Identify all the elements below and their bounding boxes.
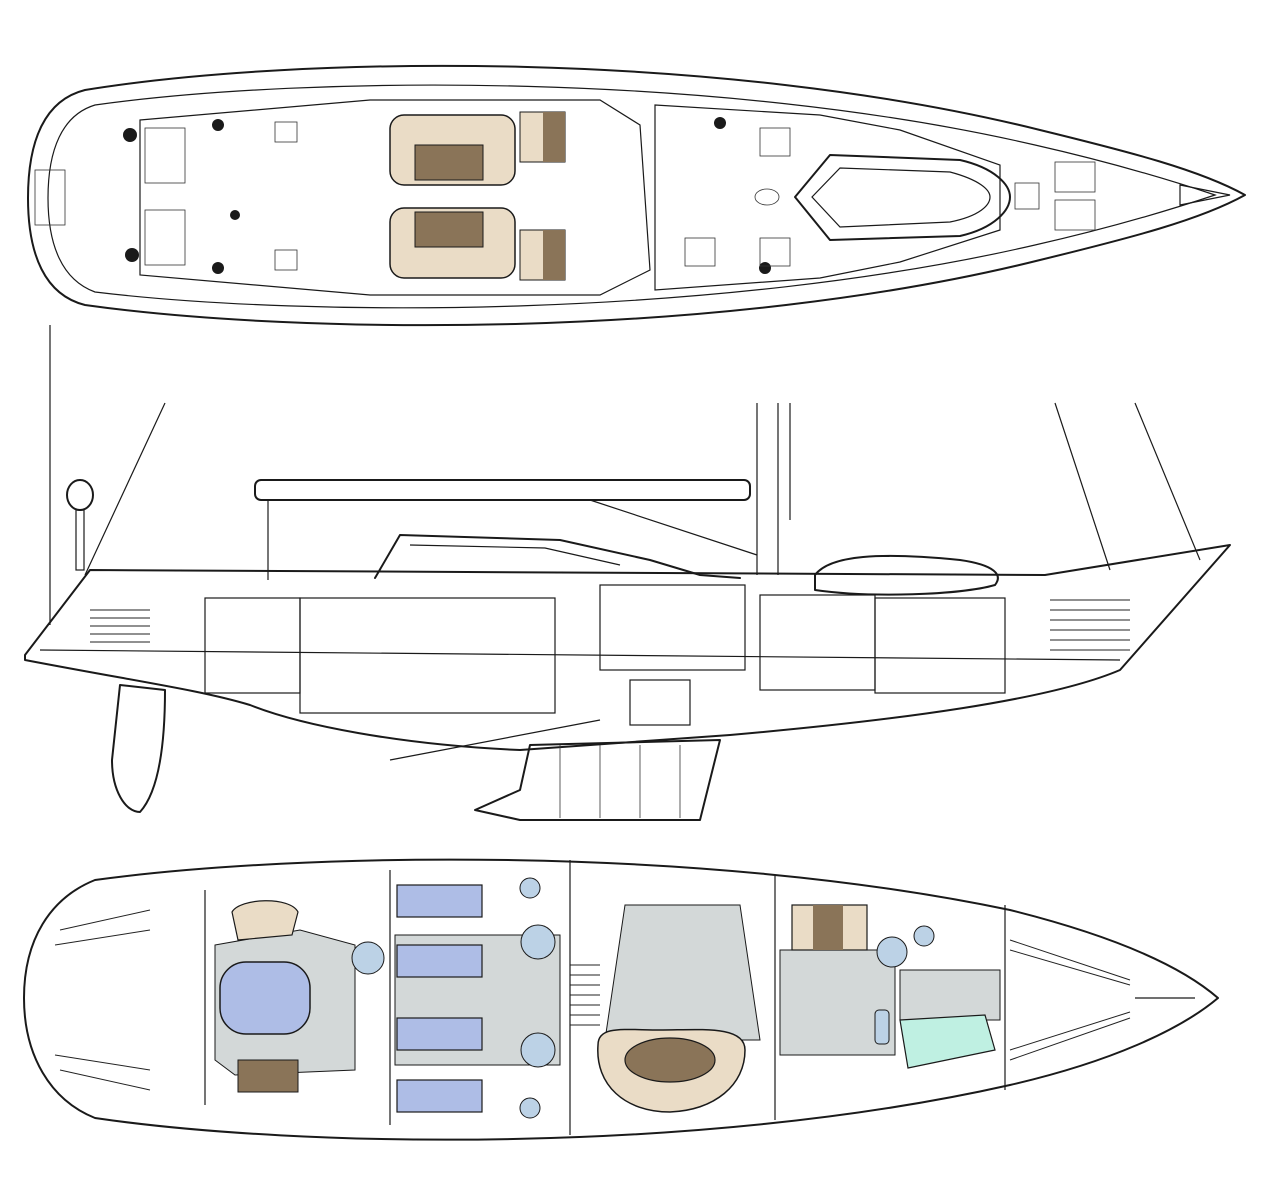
profile-forestay-1 [1054, 402, 1111, 571]
deck-cockpit-cushion-fwd-inner [414, 144, 484, 181]
profile-galley [759, 594, 876, 691]
accommodation-berth-3 [396, 1017, 483, 1051]
profile-radar-pole [75, 509, 85, 571]
deck-mast-step [754, 188, 780, 206]
profile-vang [589, 499, 758, 556]
deck-dinghy [794, 154, 1011, 241]
accommodation-crew-berth [899, 1014, 996, 1069]
profile-view [24, 325, 1231, 821]
profile-engine [629, 679, 691, 726]
profile-aft-cabin [204, 597, 301, 694]
profile-fwd-cabin [874, 597, 1006, 694]
deck-hull-outline [27, 64, 1246, 327]
deck-winch-6 [759, 262, 771, 274]
deck-winch-3 [212, 119, 224, 131]
accommodation-aft-hatching [54, 909, 151, 1091]
profile-prop-shaft [389, 719, 601, 761]
profile-dinghy [814, 554, 999, 596]
accommodation-berth-1 [396, 884, 483, 918]
deck-hatch-5 [684, 237, 716, 267]
accommodation-basin-1 [519, 877, 541, 899]
accommodation-fwd-seat-dark [813, 905, 843, 950]
deck-inner-edge [47, 84, 1217, 309]
accommodation-shower-1 [351, 941, 385, 975]
deck-coachroof [654, 104, 1001, 291]
profile-sheer-line [39, 649, 1121, 661]
profile-lazarette-hatching [90, 609, 150, 643]
profile-rudder [111, 684, 166, 813]
deck-winch-4 [212, 262, 224, 274]
profile-deckhouse [374, 534, 741, 579]
profile-windscreen [409, 544, 621, 566]
deck-hatch-6 [1014, 182, 1040, 210]
deck-dinghy-inner [811, 167, 991, 228]
profile-mid-cabin [299, 597, 556, 714]
accommodation-basin-2 [519, 1097, 541, 1119]
accommodation-shower-3 [520, 1032, 556, 1068]
deck-hatch-2 [274, 249, 298, 271]
accommodation-berth-2 [396, 944, 483, 978]
deck-cockpit-side-seat-1-dark [543, 112, 565, 162]
deck-hatch-3 [759, 127, 791, 157]
accommodation-floor-saloon [604, 904, 761, 1041]
accommodation-saloon-table [624, 1037, 716, 1083]
deck-aft-platform [34, 169, 66, 226]
accommodation-shower-4 [876, 936, 908, 968]
profile-radar-dome [66, 479, 94, 511]
profile-hull [24, 544, 1231, 751]
deck-winch-5 [714, 117, 726, 129]
accommodation-owner-berth [219, 961, 311, 1035]
deck-cockpit-side-seat-2-dark [543, 230, 565, 280]
accommodation-shower-2 [520, 924, 556, 960]
deck-aft-seat-starboard [144, 209, 186, 266]
deck-winch-1 [123, 128, 137, 142]
profile-backstay [84, 402, 166, 576]
deck-aft-seat-port [144, 127, 186, 184]
accommodation-aft-bench [237, 1059, 299, 1093]
profile-forepeak-hatching [1050, 599, 1130, 651]
profile-saloon [599, 584, 746, 671]
deck-bow-roller [1179, 184, 1231, 206]
accommodation-berth-4 [396, 1079, 483, 1113]
deck-bow-locker-1 [1054, 161, 1096, 193]
deck-cockpit-cushion-aft-inner [414, 211, 484, 248]
deck-winch-7 [230, 210, 240, 220]
accommodation-forepeak-hatching [1009, 939, 1131, 1061]
profile-keel [474, 739, 721, 821]
accommodation-aft-sofa [231, 900, 299, 941]
deck-cockpit-coaming [139, 99, 651, 296]
deck-bow-locker-2 [1054, 199, 1096, 231]
deck-plan-view [27, 64, 1246, 327]
deck-hatch-4 [759, 237, 791, 267]
accommodation-galley-fixture [874, 1009, 890, 1045]
accommodation-hull-outline [23, 858, 1219, 1141]
accommodation-view [23, 858, 1219, 1141]
accommodation-basin-3 [913, 925, 935, 947]
accommodation-companionway [570, 964, 600, 1026]
deck-winch-2 [125, 248, 139, 262]
profile-forestay-2 [1134, 402, 1201, 561]
profile-boom [254, 479, 751, 501]
accommodation-floor-fwd [899, 969, 1001, 1021]
deck-hatch-1 [274, 121, 298, 143]
